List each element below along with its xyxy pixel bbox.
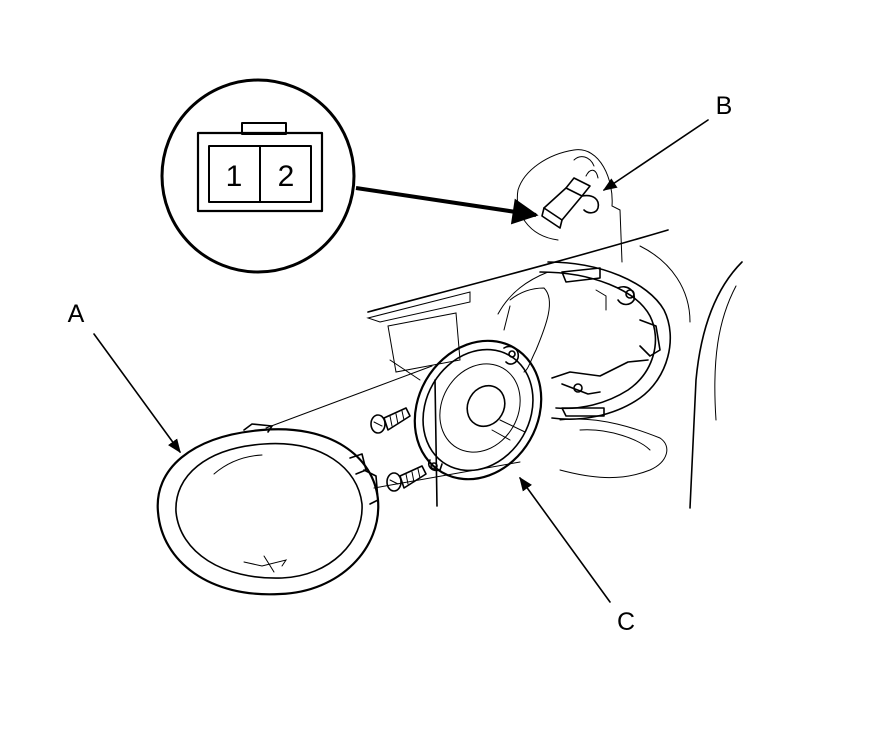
speaker-mounting-opening xyxy=(497,261,672,420)
pin-2-label: 2 xyxy=(278,160,295,193)
label-c: C xyxy=(617,608,635,636)
connector-face-callout: 1 2 xyxy=(160,78,539,274)
connector-lock-tab xyxy=(241,122,287,135)
speaker-grille-a xyxy=(156,423,380,596)
speaker-c xyxy=(265,339,543,489)
speaker-cone xyxy=(439,363,521,453)
label-a: A xyxy=(68,300,85,328)
speaker-frame-outer xyxy=(413,339,543,481)
magnify-circle xyxy=(160,78,356,274)
speaker-dust-cap xyxy=(466,384,506,428)
connector-b xyxy=(516,149,623,263)
callout-c: C xyxy=(519,476,635,636)
leader-arrow-c xyxy=(519,476,611,603)
mounting-screws xyxy=(370,407,427,492)
speaker-frame-inner xyxy=(422,348,534,472)
grille-inner-rim xyxy=(175,442,363,579)
label-b: B xyxy=(716,92,733,120)
door-panel xyxy=(366,229,743,509)
screw-upper xyxy=(370,407,411,434)
grille-outer-rim xyxy=(156,428,380,596)
pin-1-label: 1 xyxy=(226,160,243,193)
screw-lower xyxy=(386,465,427,492)
callout-pointer-arrow xyxy=(355,186,539,225)
callout-b: B xyxy=(602,92,733,191)
leader-arrow-b xyxy=(602,119,709,191)
leader-arrow-a xyxy=(93,333,181,454)
callout-a: A xyxy=(68,300,181,454)
